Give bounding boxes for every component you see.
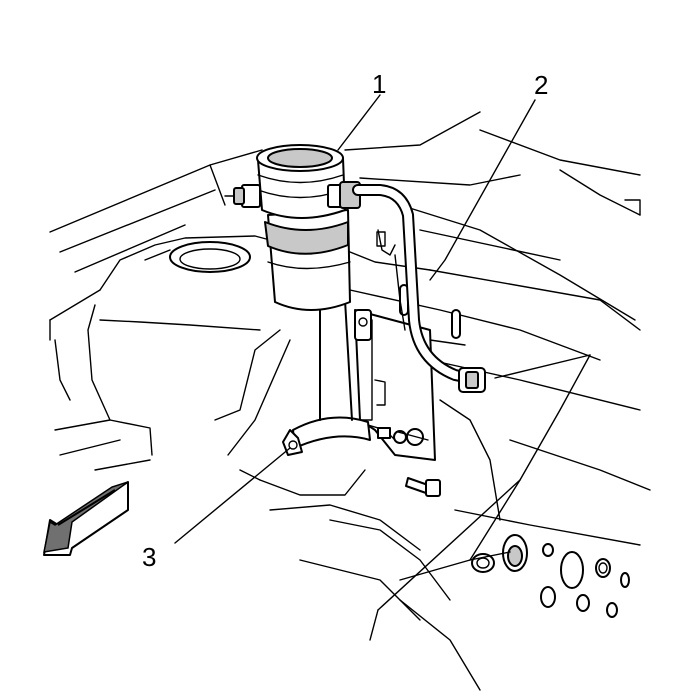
callout-1: 1 [372, 69, 386, 99]
mounting-bolt [405, 477, 441, 497]
callout-2: 2 [534, 70, 548, 100]
accumulator-strap-clamp [282, 299, 429, 456]
callout-3: 3 [142, 542, 156, 572]
front-of-vehicle-arrow-icon [43, 481, 129, 556]
ac-line [352, 184, 486, 393]
accumulator [224, 144, 361, 311]
leader-lines [174, 94, 591, 641]
vehicle-body-structure [49, 111, 651, 691]
mounting-bracket [354, 229, 466, 461]
